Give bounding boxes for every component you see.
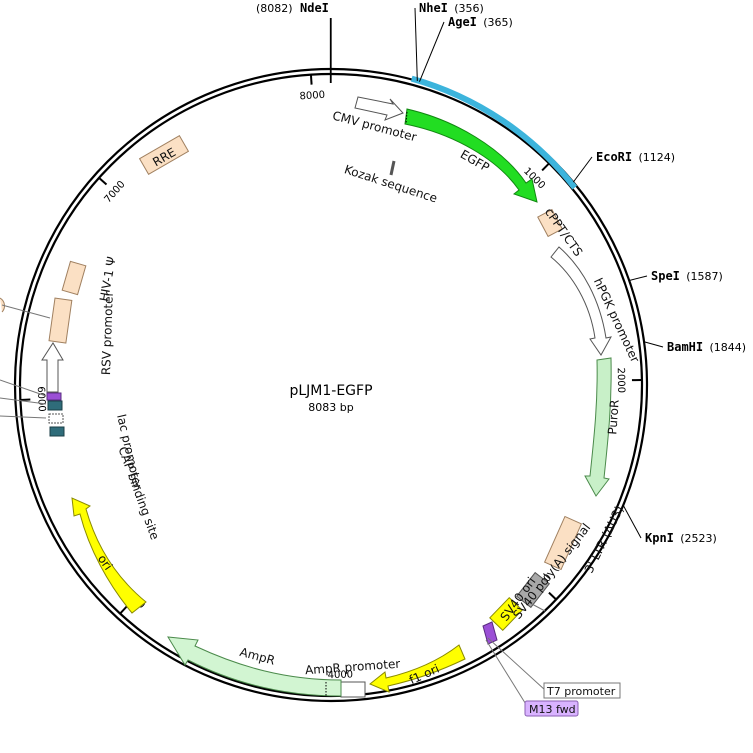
enzyme-name: NdeI bbox=[300, 1, 329, 15]
selection-highlight bbox=[410, 75, 578, 190]
enzyme-name: EcoRI bbox=[596, 150, 632, 164]
feature-ori[interactable] bbox=[71, 497, 147, 614]
ruler-tick bbox=[119, 605, 128, 615]
enzyme-position: (2523) bbox=[680, 532, 717, 545]
restriction-sites: NdeI (8082) NheI (356)AgeI (365) EcoRI (1124) S… bbox=[256, 1, 746, 545]
tag-m13-fwd: M13 fwd bbox=[524, 700, 579, 717]
enzyme-name: KpnI bbox=[645, 531, 674, 545]
feature-cppt-cts[interactable] bbox=[537, 208, 563, 238]
ruler-label: 4000 bbox=[327, 669, 353, 681]
label-kozak-sequence: Kozak sequence bbox=[343, 162, 439, 205]
label-ampr-promoter: AmpR promoter bbox=[305, 657, 401, 678]
feature-ampr[interactable] bbox=[167, 636, 342, 697]
enzyme-site-kpni[interactable]: KpnI (2523) bbox=[622, 505, 717, 545]
feature-rsv-promoter[interactable] bbox=[41, 342, 64, 393]
plasmid-size: 8083 bp bbox=[308, 401, 353, 414]
enzyme-name: SpeI bbox=[651, 269, 680, 283]
enzyme-site-ndei[interactable]: NdeI (8082) bbox=[256, 1, 332, 84]
enzyme-name: BamHI bbox=[667, 340, 703, 354]
enzyme-position: (1587) bbox=[686, 270, 723, 283]
ruler-label: 6000 bbox=[35, 386, 47, 412]
enzyme-position: (356) bbox=[454, 2, 484, 15]
enzyme-position: (8082) bbox=[256, 2, 293, 15]
feature-hpgk-promoter[interactable] bbox=[550, 246, 612, 356]
enzyme-site-agei[interactable]: AgeI (365) bbox=[418, 15, 513, 82]
ruler-tick bbox=[548, 591, 557, 601]
enzyme-name: NheI bbox=[419, 1, 448, 15]
label-rsv-promoter: RSV promoter bbox=[99, 291, 116, 375]
feature-m13-fwd-mark[interactable] bbox=[482, 621, 498, 645]
enzyme-site-nhei[interactable]: NheI (356) bbox=[414, 1, 484, 82]
feature-3ltr[interactable] bbox=[543, 515, 583, 571]
ruler-label: 7000 bbox=[102, 179, 127, 205]
label-ampr: AmpR bbox=[238, 645, 276, 668]
label-cmv-promoter: CMV promoter bbox=[331, 108, 418, 144]
plasmid-name: pLJM1-EGFP bbox=[289, 383, 372, 399]
feature-puror[interactable] bbox=[584, 357, 612, 497]
feature-rre[interactable] bbox=[138, 135, 190, 175]
enzyme-site-spei[interactable]: SpeI (1587) bbox=[629, 269, 723, 283]
ruler-label: 8000 bbox=[299, 90, 325, 103]
enzyme-position: (365) bbox=[483, 16, 513, 29]
feature-kozak-sequence[interactable] bbox=[389, 160, 396, 176]
feature-sv40-ori[interactable] bbox=[489, 596, 523, 632]
enzyme-site-bamhi[interactable]: BamHI (1844) bbox=[643, 340, 747, 354]
feature-cap-binding-site[interactable] bbox=[49, 426, 65, 437]
enzyme-position: (1124) bbox=[639, 151, 676, 164]
feature-cmv-promoter[interactable] bbox=[354, 96, 404, 121]
feature-f1-ori[interactable] bbox=[369, 644, 466, 693]
feature-ampr-promoter[interactable] bbox=[340, 681, 366, 698]
feature-hiv1-psi-a[interactable] bbox=[48, 297, 73, 344]
label-t7-promoter: T7 promoter bbox=[546, 685, 616, 698]
enzyme-site-ecori[interactable]: EcoRI (1124) bbox=[572, 150, 676, 183]
feature-egfp[interactable] bbox=[404, 108, 538, 203]
ruler-tick bbox=[541, 162, 550, 172]
label-3ltr: 3' LTR (ΔU3) bbox=[582, 503, 627, 575]
feature-lac-promoter[interactable] bbox=[48, 413, 64, 424]
ruler-tick bbox=[98, 177, 108, 186]
feature-sv40-polya[interactable] bbox=[515, 571, 551, 609]
feature-hiv1-psi-b[interactable] bbox=[61, 260, 87, 296]
ruler-label: 2000 bbox=[615, 368, 626, 394]
tag-t7-promoter: T7 promoter bbox=[543, 682, 621, 699]
label-m13-fwd: M13 fwd bbox=[529, 703, 576, 716]
enzyme-name: AgeI bbox=[448, 15, 477, 29]
enzyme-position: (1844) bbox=[710, 341, 747, 354]
label-puror: PuroR bbox=[605, 399, 621, 435]
ruler-tick bbox=[309, 74, 313, 85]
